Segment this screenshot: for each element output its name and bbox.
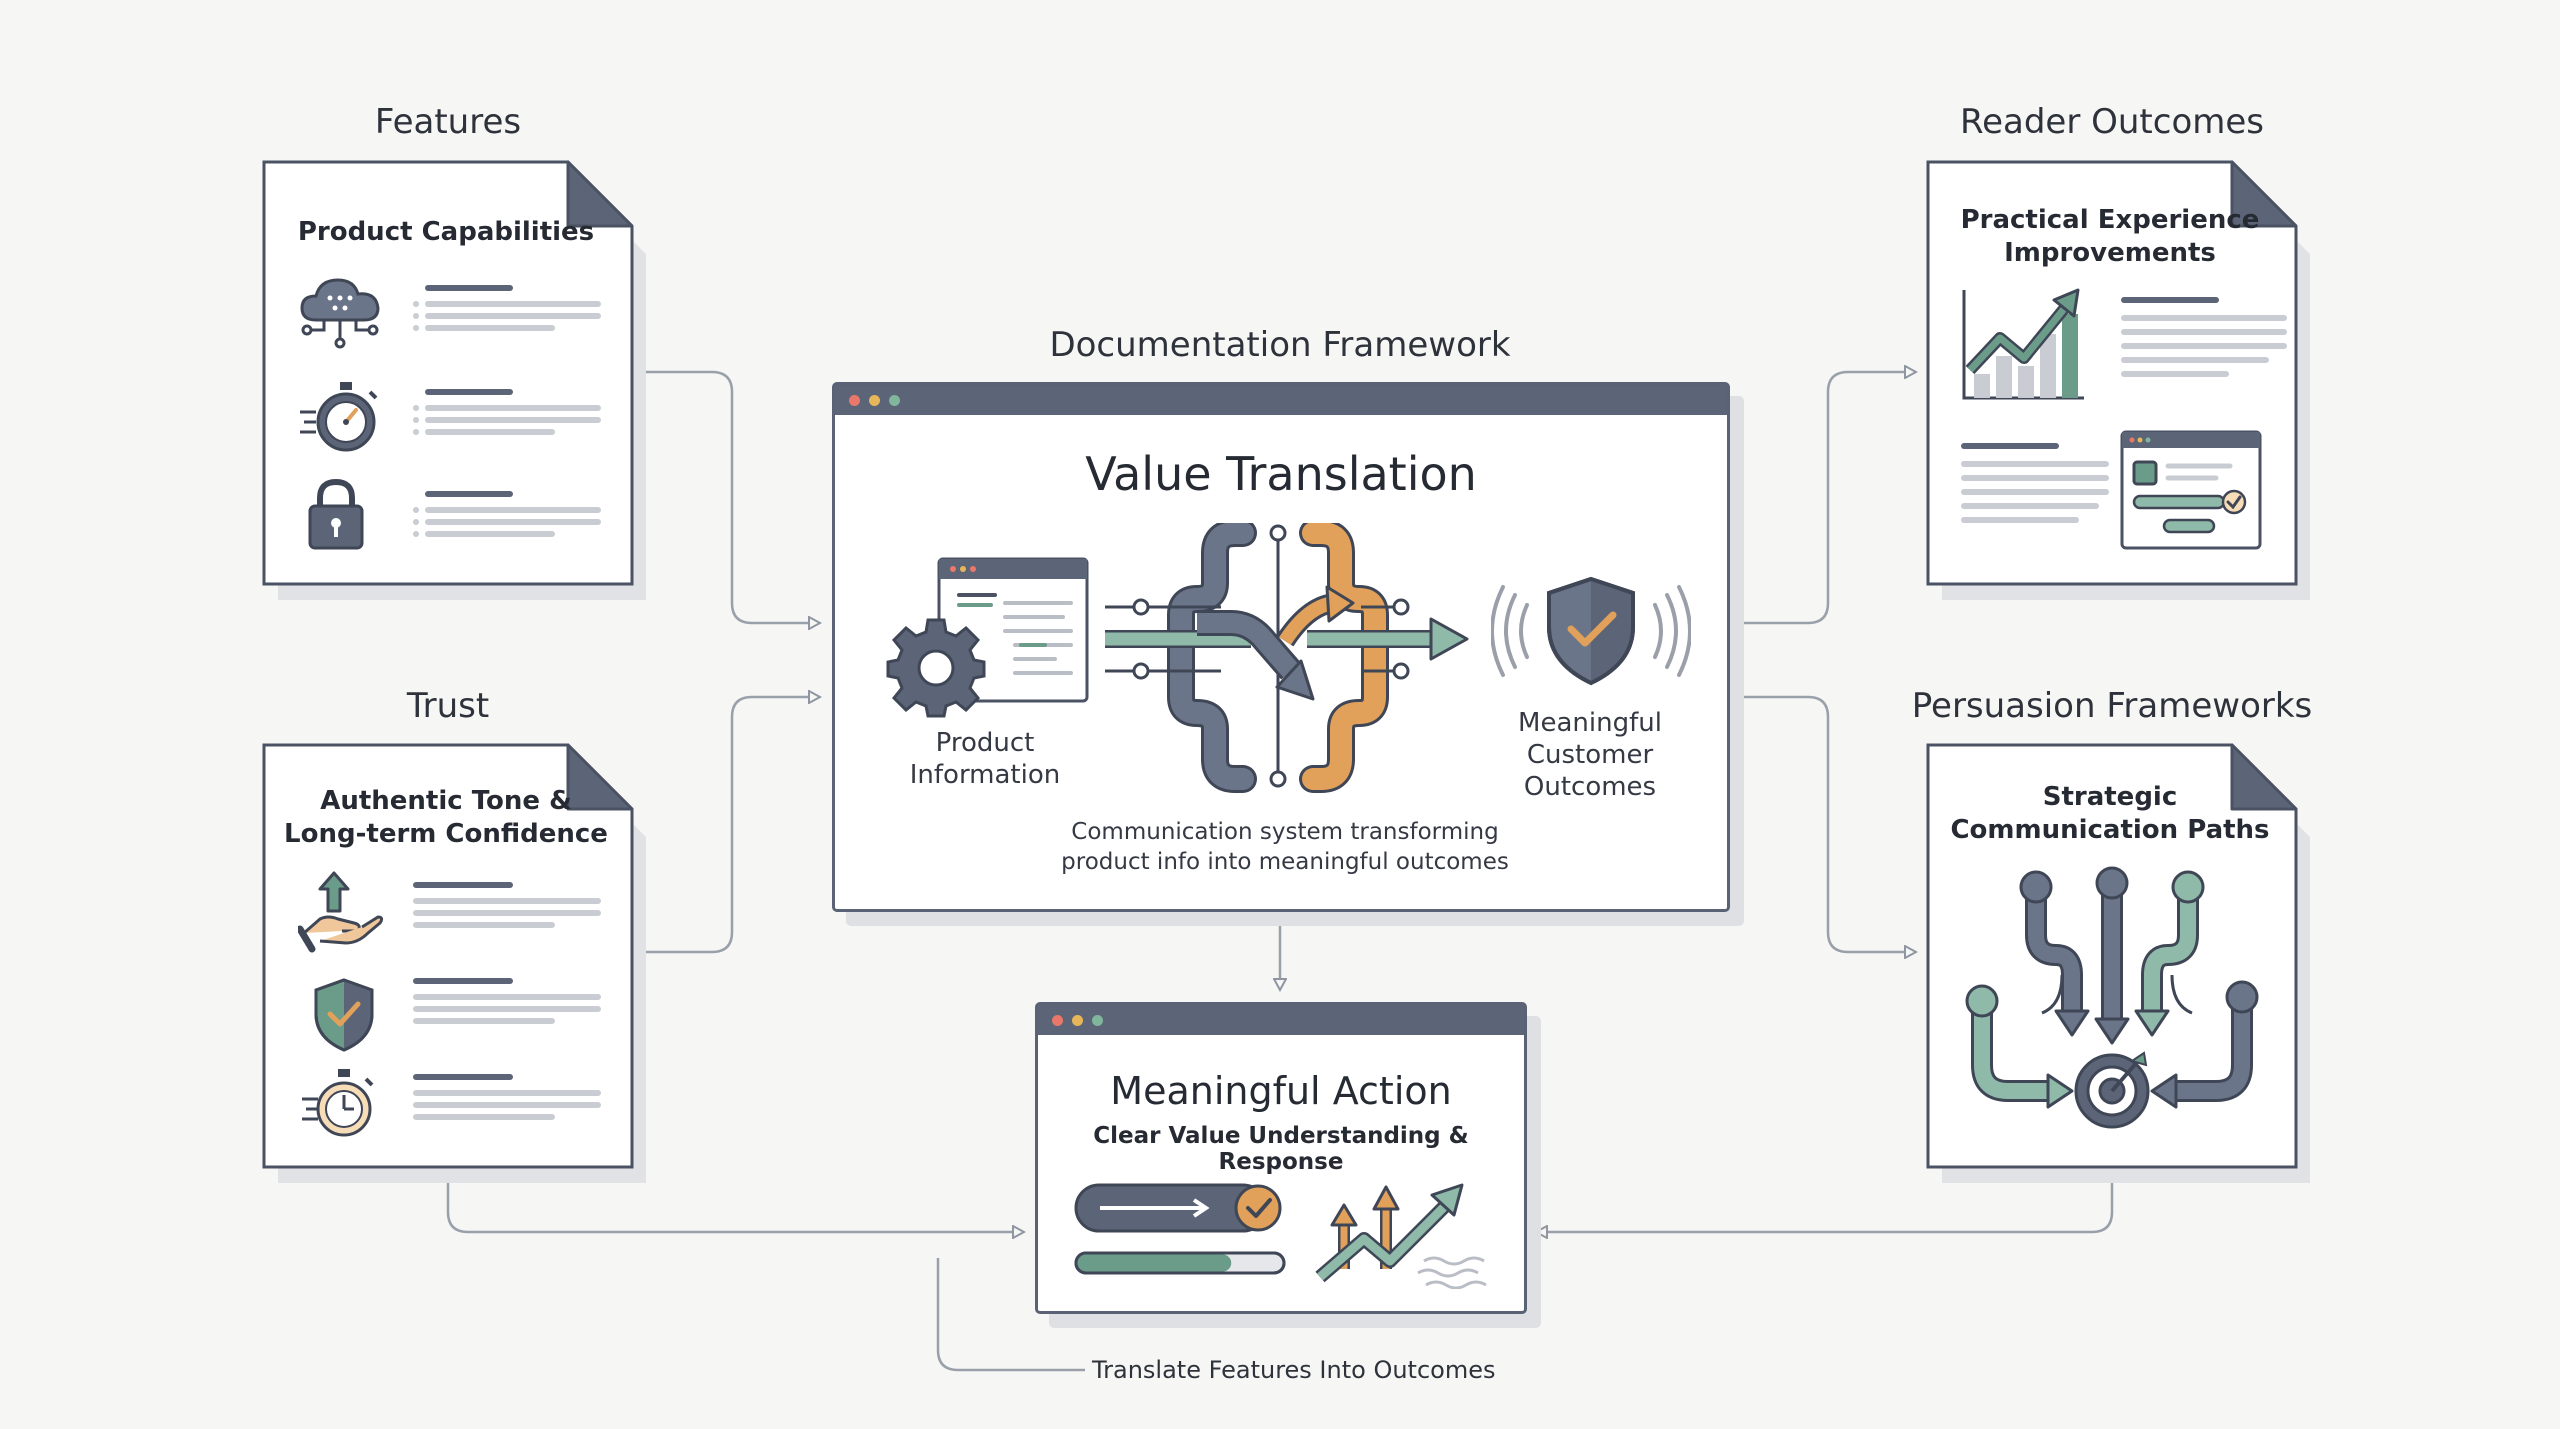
converging-paths-target-icon	[1965, 866, 2259, 1129]
arrow-check-bar-icon	[1074, 1183, 1282, 1233]
shield-check-icon	[1491, 576, 1691, 686]
features-document: Product Capabilities	[262, 160, 646, 600]
trust-title: Trust	[406, 686, 490, 726]
framework-title: Documentation Framework	[1049, 325, 1511, 365]
growth-chart-icon	[1962, 288, 2084, 400]
stopwatch-icon	[300, 382, 378, 452]
reader-outcomes-document: Practical Experience Improvements	[1926, 160, 2310, 600]
cloud-network-icon	[300, 278, 380, 349]
value-translation-title: Value Translation	[1085, 447, 1477, 501]
product-information-label: Product Information	[909, 728, 1061, 790]
meaningful-customer-outcomes-label: Meaningful Customer Outcomes	[1518, 708, 1662, 802]
padlock-icon	[308, 478, 364, 550]
reader-text-lines-bottom	[1961, 443, 2109, 523]
wire-framework-to-reader	[1728, 372, 1916, 625]
persuasion-frameworks-subtitle: Strategic Communication Paths	[1950, 782, 2270, 845]
window-title-bar	[835, 385, 1727, 415]
wire-action-to-footer	[936, 1258, 1085, 1372]
shield-check-icon	[314, 978, 374, 1052]
value-translation-window: Value Translation Product Information	[832, 382, 1730, 912]
trust-subtitle: Authentic Tone & Long-term Confidence	[284, 786, 608, 849]
hand-upload-icon	[298, 871, 384, 953]
action-window-title-bar	[1038, 1005, 1524, 1035]
persuasion-frameworks-title: Persuasion Frameworks	[1911, 686, 2313, 726]
meaningful-action-title: Meaningful Action	[1110, 1069, 1452, 1113]
features-title: Features	[374, 102, 522, 142]
features-subtitle: Product Capabilities	[297, 217, 595, 247]
crossing-paths-icon	[1105, 523, 1469, 793]
stopwatch-icon	[302, 1069, 374, 1137]
reader-outcomes-title: Reader Outcomes	[1959, 102, 2265, 142]
meaningful-action-subtitle: Clear Value Understanding & Response	[1093, 1123, 1469, 1175]
features-text-lines	[413, 285, 601, 537]
settings-window-icon	[2120, 430, 2262, 550]
trust-document: Authentic Tone & Long-term Confidence	[262, 743, 646, 1183]
persuasion-frameworks-document: Strategic Communication Paths	[1926, 743, 2310, 1183]
reader-text-lines-top	[2121, 297, 2287, 377]
wire-trust-to-action	[446, 1170, 1024, 1232]
rising-arrows-icon	[1315, 1183, 1487, 1289]
window-dot-yellow	[1072, 1015, 1083, 1026]
meaningful-action-window: Meaningful Action Clear Value Understand…	[1035, 1002, 1527, 1314]
trust-text-lines	[413, 882, 601, 1120]
window-dot-green	[889, 395, 900, 406]
window-dot-red	[1052, 1015, 1063, 1026]
footer-caption: Translate Features Into Outcomes	[1092, 1356, 1496, 1384]
window-dot-yellow	[869, 395, 880, 406]
progress-bar-icon	[1074, 1251, 1286, 1275]
wire-framework-to-persuasion	[1728, 695, 1916, 952]
reader-outcomes-subtitle: Practical Experience Improvements	[1960, 205, 2260, 268]
wire-trust-to-framework	[632, 697, 820, 954]
wire-features-to-framework	[632, 370, 820, 623]
framework-description: Communication system transforming produc…	[1061, 819, 1509, 875]
window-dot-green	[1092, 1015, 1103, 1026]
wire-persuasion-to-action	[1536, 1170, 2114, 1232]
window-dot-red	[849, 395, 860, 406]
gear-icon	[886, 618, 986, 718]
